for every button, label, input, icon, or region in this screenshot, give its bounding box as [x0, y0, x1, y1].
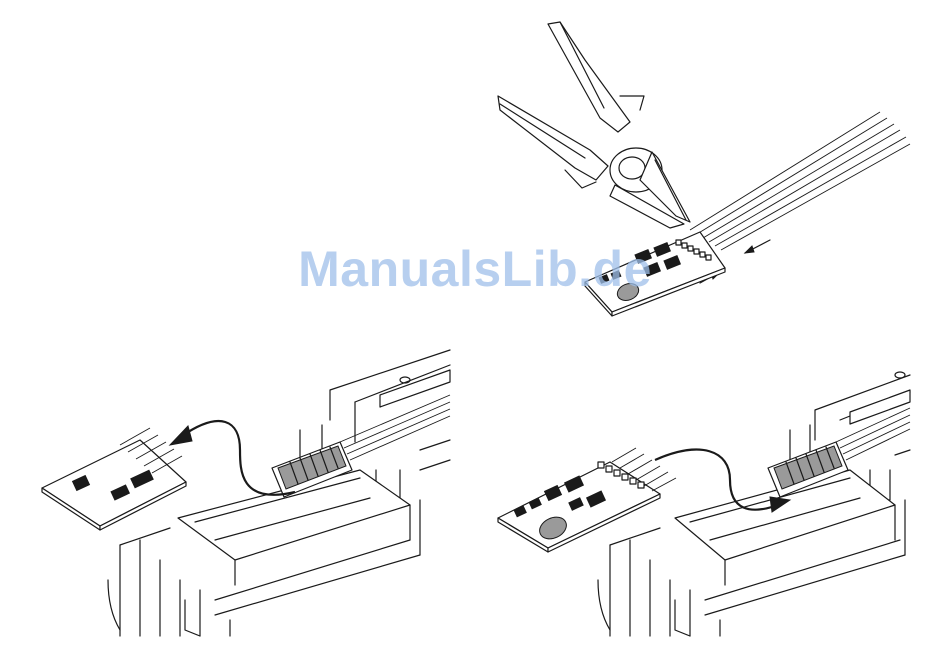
remove-decoder-scene	[42, 350, 450, 636]
removed-decoder-board	[42, 428, 186, 530]
wire-bundle	[690, 112, 910, 250]
decoder-board-top	[585, 232, 725, 316]
insert-decoder-scene	[498, 372, 910, 636]
curved-arrow-out-icon	[170, 421, 295, 495]
wire-cutting-scene	[498, 22, 910, 316]
side-cutter-pliers-icon	[498, 22, 690, 228]
new-decoder-board	[498, 448, 676, 552]
